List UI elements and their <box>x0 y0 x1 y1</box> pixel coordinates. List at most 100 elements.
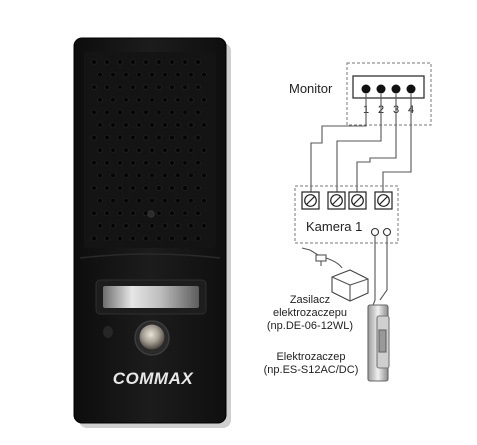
grille-hole <box>130 134 136 141</box>
power-plug <box>315 254 327 262</box>
power-supply-label-1: Zasilacz <box>290 294 330 306</box>
strike-wire-b <box>379 236 388 301</box>
grille-hole <box>195 185 201 191</box>
grille-hole <box>149 122 155 128</box>
grille-hole <box>156 235 162 242</box>
wire-3 <box>356 94 397 195</box>
grille-hole <box>136 97 142 103</box>
grille-hole <box>156 84 162 90</box>
grille-hole <box>169 109 175 116</box>
grille-hole <box>175 97 181 103</box>
grille-hole <box>201 172 207 179</box>
grille-hole <box>110 122 116 128</box>
grille-hole <box>169 84 175 90</box>
grille-hole <box>169 185 175 191</box>
grille-hole <box>110 97 116 103</box>
grille-hole <box>188 122 194 128</box>
grille-hole <box>117 84 123 90</box>
grille-hole <box>104 235 110 242</box>
door-station: COMMAX <box>73 37 231 428</box>
grille-hole <box>143 59 149 65</box>
grille-hole <box>123 147 129 153</box>
strike-terminal-1 <box>370 227 380 237</box>
door-strike-label-1: Elektrozaczep <box>276 351 345 363</box>
grille-hole <box>182 185 188 191</box>
grille-hole <box>143 134 149 141</box>
grille-hole <box>117 210 123 216</box>
grille-hole <box>182 160 188 166</box>
grille-hole <box>188 147 194 153</box>
grille-hole <box>162 97 168 103</box>
grille-hole <box>130 210 136 216</box>
grille-hole <box>130 109 136 116</box>
grille-hole <box>201 197 207 204</box>
grille-hole <box>104 160 110 166</box>
grille-hole <box>97 71 103 78</box>
grille-hole <box>117 59 123 65</box>
power-cord <box>301 247 319 256</box>
grille-hole <box>104 210 110 216</box>
camera-dashed-frame <box>294 185 399 244</box>
grille-hole <box>143 84 149 90</box>
monitor-terminal-numbers: 1 2 3 4 <box>363 104 414 116</box>
grille-hole <box>130 235 136 242</box>
grille-hole <box>156 134 162 141</box>
grille-hole <box>117 160 123 166</box>
grille-hole <box>188 172 194 179</box>
grille-hole <box>104 84 110 90</box>
camera-screw-slot-4 <box>379 196 388 205</box>
grille-hole <box>156 160 162 166</box>
brand-logo: COMMAX <box>113 369 195 388</box>
grille-hole <box>169 235 175 242</box>
grille-hole <box>156 59 162 65</box>
grille-hole <box>104 134 110 141</box>
grille-hole <box>175 223 181 229</box>
monitor-pins <box>361 84 416 94</box>
grille-hole <box>195 84 201 90</box>
grille-hole <box>117 185 123 191</box>
grille-hole <box>123 71 129 78</box>
grille-hole <box>162 71 168 78</box>
grille-hole <box>149 71 155 78</box>
microphone-hole <box>103 326 113 338</box>
grille-hole <box>136 223 142 229</box>
grille-hole <box>175 71 181 78</box>
power-lead <box>325 257 343 269</box>
grille-hole <box>91 134 97 141</box>
grille-hole <box>162 223 168 229</box>
grille-hole <box>123 172 129 179</box>
wire-2 <box>336 94 382 195</box>
grille-hole <box>149 97 155 103</box>
grille-hole <box>188 71 194 78</box>
grille-hole <box>97 147 103 153</box>
grille-hole <box>156 210 162 216</box>
grille-hole <box>201 223 207 229</box>
grille-hole <box>201 97 207 103</box>
grille-hole <box>136 122 142 128</box>
power-supply <box>301 247 369 302</box>
grille-hole <box>123 122 129 128</box>
grille-hole <box>104 109 110 116</box>
grille-hole <box>130 185 136 191</box>
grille-hole <box>149 147 155 153</box>
power-supply-label-2: elektrozaczepu <box>273 307 347 319</box>
call-button <box>139 324 165 350</box>
grille-hole <box>169 134 175 141</box>
grille-hole <box>149 197 155 204</box>
grille-hole <box>143 109 149 116</box>
grille-hole <box>175 147 181 153</box>
grille-hole <box>91 185 97 191</box>
camera-screw-slot-2 <box>332 196 341 205</box>
grille-hole <box>97 97 103 103</box>
grille-hole <box>91 59 97 65</box>
grille-hole <box>130 59 136 65</box>
monitor-connector <box>352 75 425 99</box>
grille-hole <box>110 71 116 78</box>
grille-hole <box>104 59 110 65</box>
grille-hole <box>104 185 110 191</box>
grille-hole <box>136 147 142 153</box>
grille-hole <box>91 210 97 216</box>
wires <box>310 94 412 195</box>
grille-hole <box>143 235 149 242</box>
grille-hole <box>182 59 188 65</box>
